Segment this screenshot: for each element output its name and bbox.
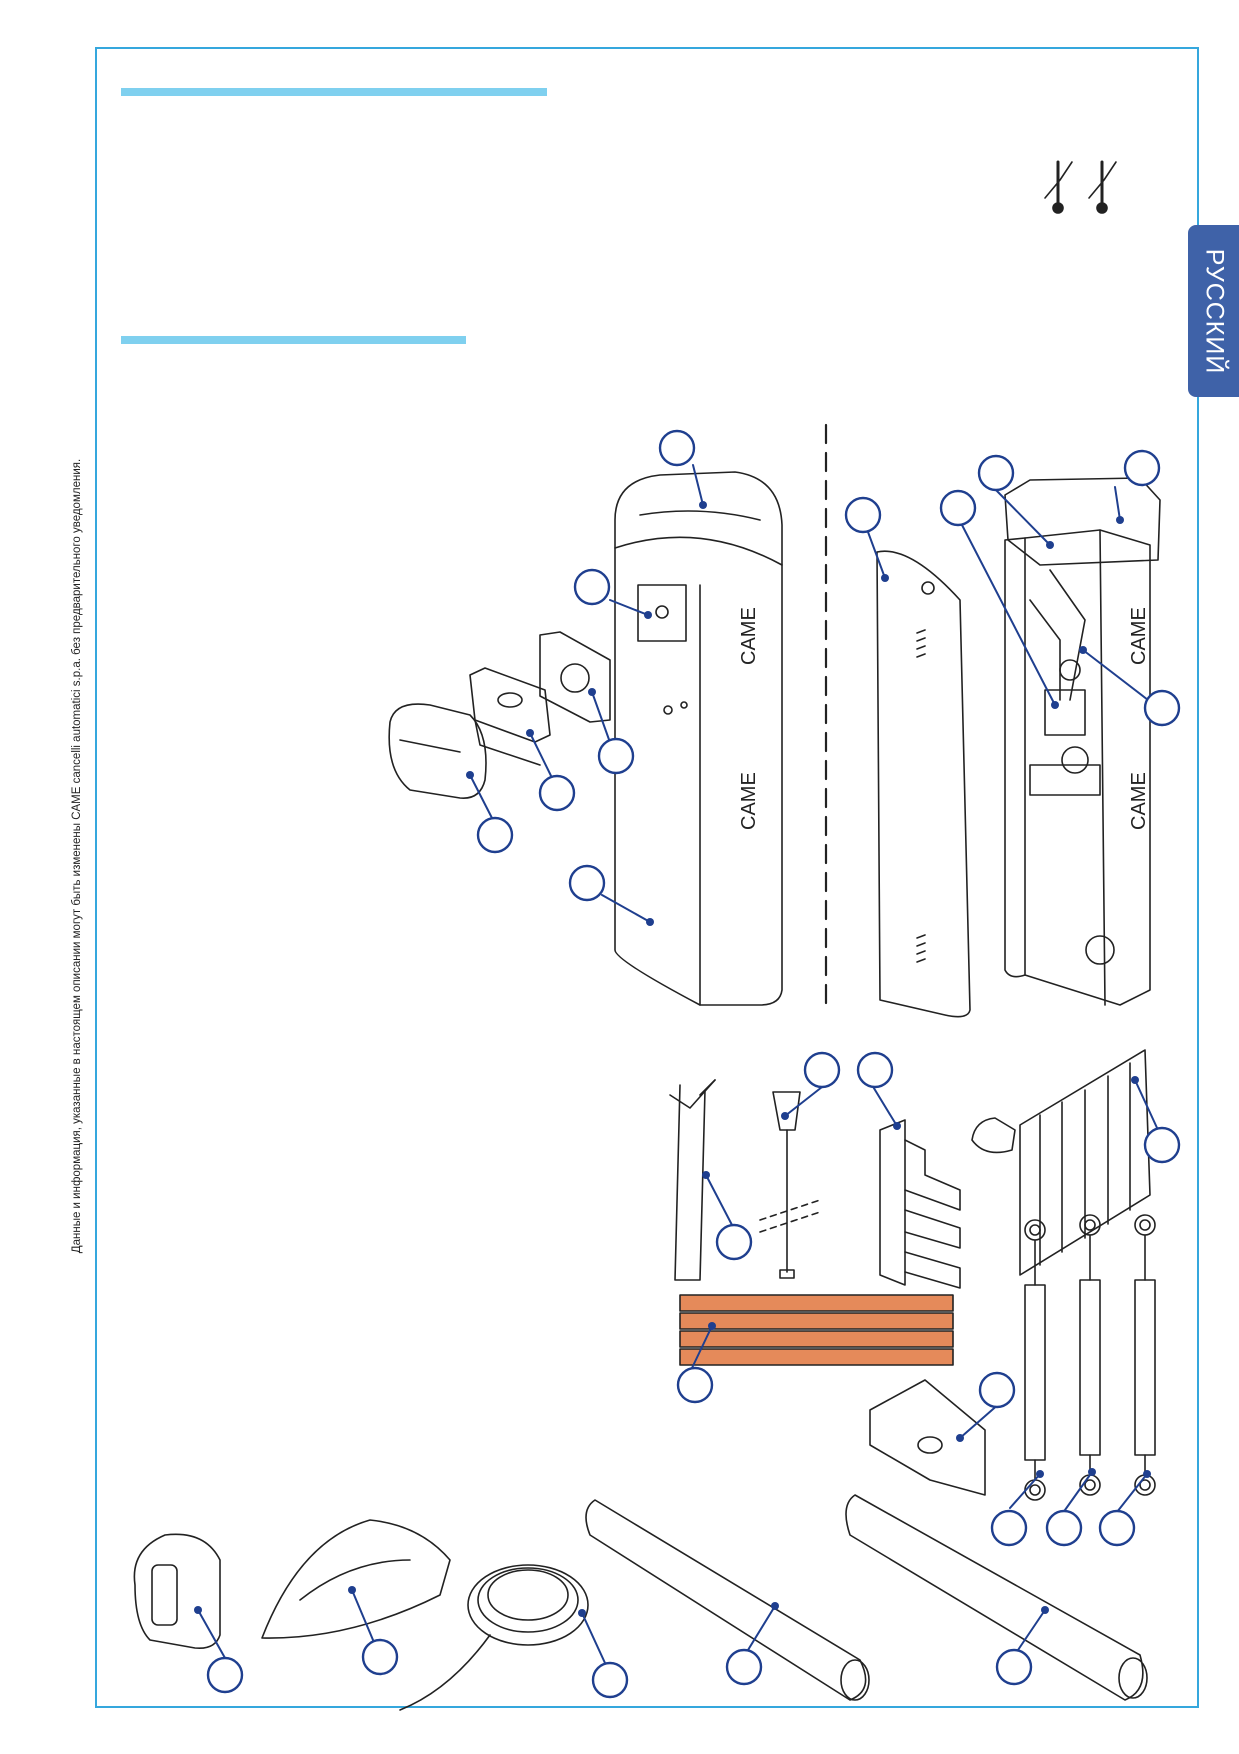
- boom-tube-1: [585, 1499, 870, 1701]
- open-cabinet: CAME CAME: [1004, 477, 1161, 1006]
- support-pole: [759, 1091, 821, 1279]
- callout-leaders: [197, 464, 1159, 1664]
- door-panel: [876, 550, 971, 1018]
- thermometer-icon: [1044, 160, 1073, 214]
- brand-label: CAME: [738, 607, 760, 665]
- cable-coil: [399, 1564, 589, 1711]
- barrier-cabinet: CAME CAME: [614, 471, 783, 1006]
- section-bar-1: [121, 88, 547, 96]
- language-tab[interactable]: [1188, 225, 1239, 397]
- skirt-fence: [971, 1049, 1151, 1276]
- boom-end-cap: [133, 1533, 221, 1650]
- mounting-plate: [539, 631, 611, 723]
- boom-tube-2: [845, 1494, 1148, 1701]
- callout-circles: [206, 429, 1181, 1699]
- cover-cap: [388, 703, 487, 799]
- page-frame: [95, 47, 1199, 1708]
- pedestal-post: [669, 1079, 716, 1281]
- callout-dots: [194, 501, 1151, 1617]
- brand-label: CAME: [738, 772, 760, 830]
- thermometer-icon: [1088, 160, 1117, 214]
- balance-spring-2: [1079, 1214, 1101, 1496]
- boom-bracket: [869, 1379, 986, 1496]
- brand-label: CAME: [1128, 772, 1150, 830]
- section-bar-2: [121, 336, 466, 344]
- balance-spring-3: [1134, 1214, 1156, 1496]
- stand-bracket: [879, 1119, 961, 1289]
- brand-label: CAME: [1128, 607, 1150, 665]
- rubber-profile: [261, 1519, 451, 1639]
- reflective-stickers: [679, 1294, 954, 1366]
